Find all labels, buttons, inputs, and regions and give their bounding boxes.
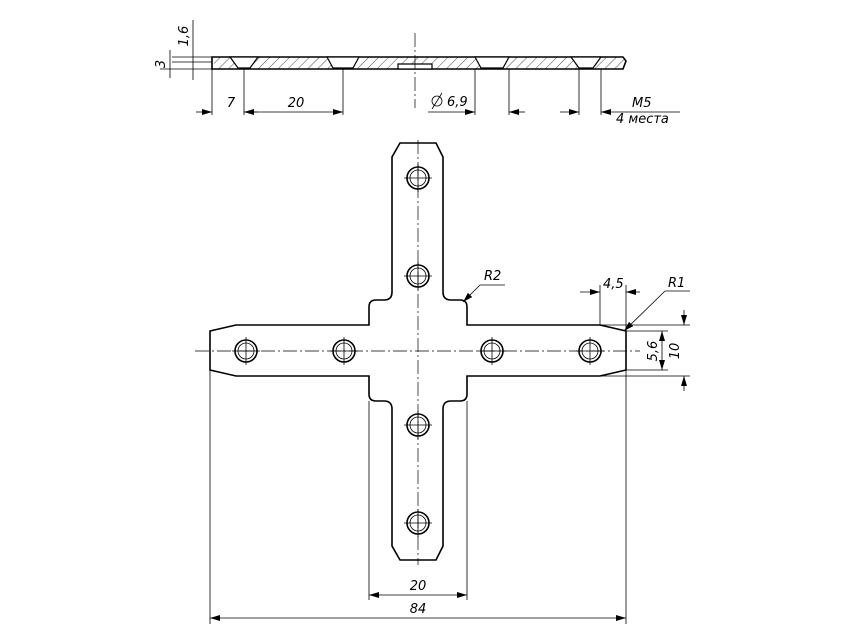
dim-thread-qty: 4 места	[616, 112, 669, 127]
dim-arm-width-bottom: 20	[410, 579, 427, 594]
dim-height: 3	[154, 60, 169, 68]
dim-overall-length: 84	[410, 602, 427, 617]
dim-offset: 7	[227, 96, 236, 111]
hole	[576, 337, 604, 365]
hole	[404, 164, 432, 192]
hole	[478, 337, 506, 365]
dim-hole-dia: 6,9	[447, 95, 468, 110]
dim-pitch-top: 20	[288, 96, 305, 111]
hole-group	[232, 164, 604, 537]
hole	[404, 411, 432, 439]
section-holes	[228, 56, 603, 70]
dim-tip-flat: 5,6	[646, 341, 661, 362]
dim-thickness-top: 1,6	[177, 26, 192, 47]
dim-radius-corner: R2	[484, 269, 501, 284]
dim-tip-width: 4,5	[603, 277, 624, 292]
dim-arm-width-right: 10	[668, 343, 683, 360]
hole	[232, 337, 260, 365]
diameter-icon	[431, 92, 443, 110]
section-view: 1,6 3 7 20 6,9 M5 4 места	[154, 20, 680, 127]
plan-view: R2 R1 4,5 5,6 10 20 84	[195, 140, 690, 624]
hole	[404, 509, 432, 537]
section-outline	[211, 56, 627, 70]
dim-radius-tip: R1	[668, 276, 685, 291]
dim-thread: M5	[632, 96, 652, 111]
hole	[330, 337, 358, 365]
hole	[404, 262, 432, 290]
section-hatch	[214, 57, 624, 69]
